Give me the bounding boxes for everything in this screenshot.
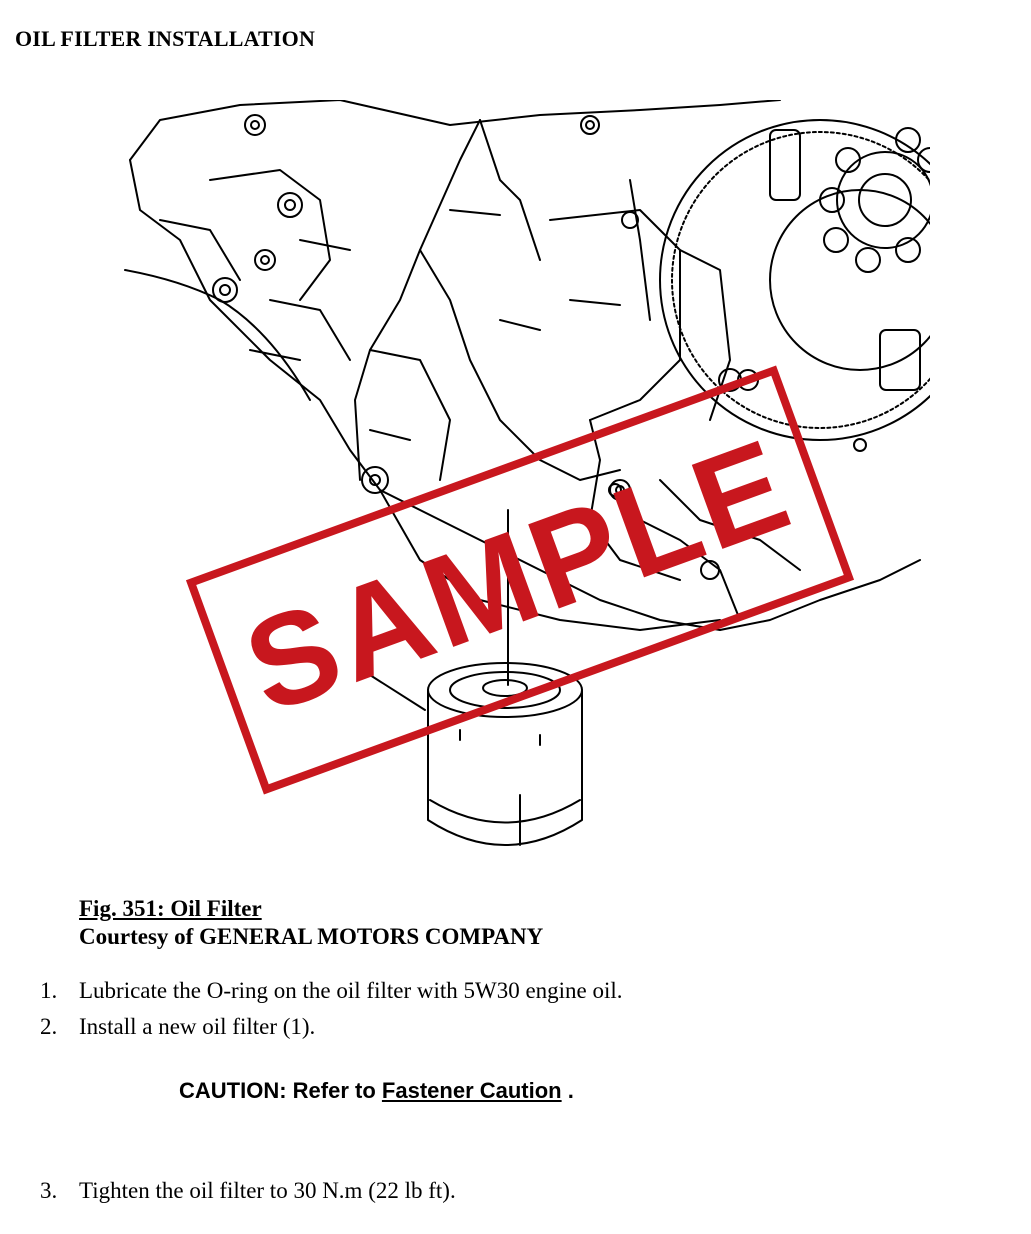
step-number: 1. (40, 978, 58, 1003)
engine-line-drawing: SAMPLE (124, 100, 930, 846)
figure-credit: Courtesy of GENERAL MOTORS COMPANY (79, 924, 544, 949)
step-text: Tighten the oil filter to 30 N.m (22 lb … (79, 1178, 456, 1203)
caution-suffix: . (567, 1078, 574, 1103)
step-number: 3. (40, 1178, 58, 1203)
step-1: 1. Lubricate the O-ring on the oil filte… (0, 978, 1000, 1008)
step-text: Lubricate the O-ring on the oil filter w… (79, 978, 623, 1003)
caution-label: CAUTION: (179, 1078, 287, 1103)
step-2: 2. Install a new oil filter (1). (0, 1014, 1000, 1044)
fastener-caution-link[interactable]: Fastener Caution (381, 1078, 562, 1103)
figure-caption: Fig. 351: Oil Filter Courtesy of GENERAL… (79, 895, 543, 951)
page-title: OIL FILTER INSTALLATION (15, 26, 316, 51)
caution-prefix: Refer to (292, 1078, 376, 1103)
figure-label: Fig. 351: Oil Filter (79, 896, 262, 921)
oil-filter-illustration: SAMPLE (120, 100, 930, 870)
step-3: 3. Tighten the oil filter to 30 N.m (22 … (0, 1178, 1000, 1208)
caution-note: CAUTION: Refer to Fastener Caution . (179, 1078, 574, 1104)
step-text: Install a new oil filter (1). (79, 1014, 316, 1039)
sample-watermark: SAMPLE (185, 365, 855, 795)
step-number: 2. (40, 1014, 58, 1039)
